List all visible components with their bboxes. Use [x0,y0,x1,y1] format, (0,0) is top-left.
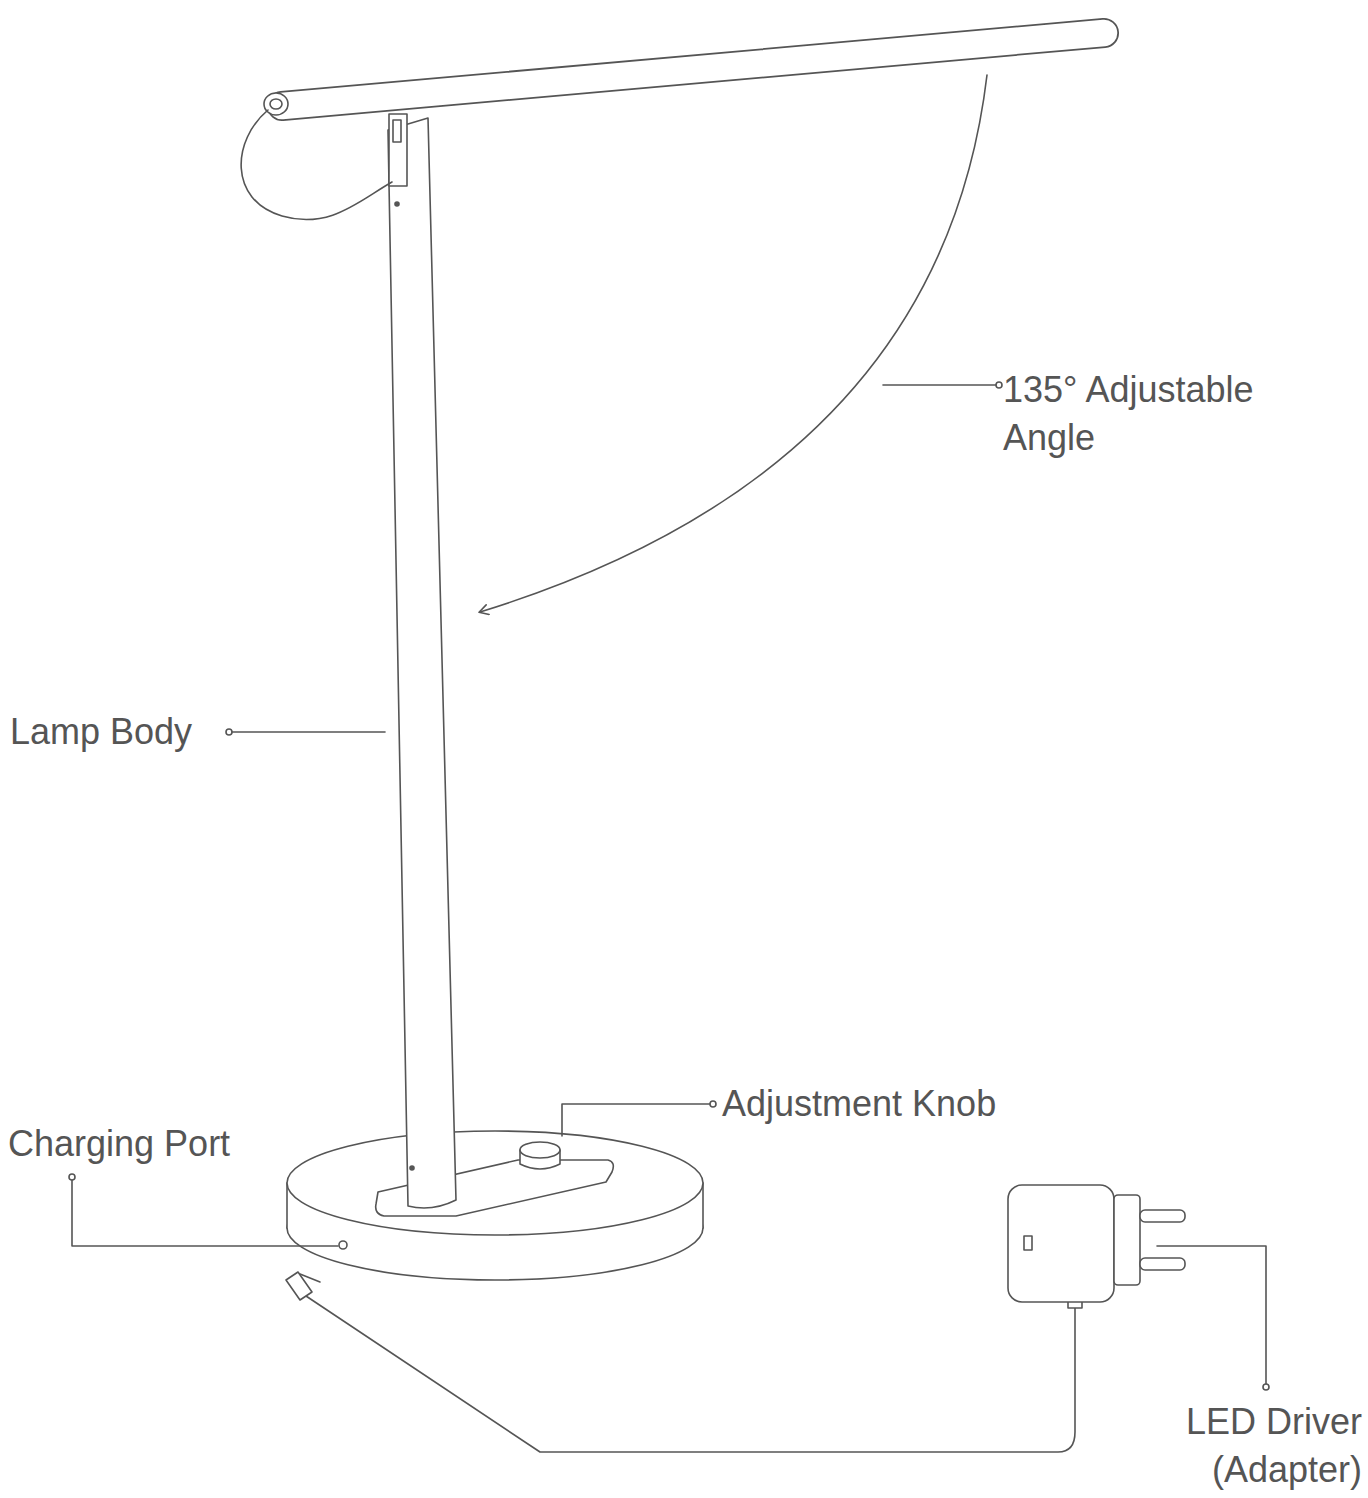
part-label: Charging Port [8,1120,308,1168]
lamp-base [702,1183,704,1228]
lamp-base [339,1241,347,1249]
lamp-head [270,99,282,109]
leader-line [562,1104,710,1136]
lamp-base [287,1131,703,1280]
led-driver-adapter [1024,1236,1032,1250]
lamp-head [282,33,1104,106]
leader-line [1157,1246,1266,1384]
leader-line [996,382,1002,388]
lamp-pole [388,118,456,1208]
angle-label: 135° Adjustable Angle [1003,366,1303,462]
lamp-pole [393,120,401,142]
leader-line [1263,1384,1269,1390]
lamp-pole [388,114,456,1208]
lamp-base [287,1131,703,1235]
led-driver-adapter [1140,1258,1185,1270]
leader-line [883,384,996,386]
adjustment-knob [520,1142,560,1169]
led-driver-adapter [300,1292,1075,1452]
leader-line [226,729,232,735]
part-label: LED Driver (Adapter) [1150,1398,1362,1494]
led-driver-adapter [300,1274,320,1282]
lamp-head [282,33,1104,106]
led-driver-adapter [286,1272,312,1300]
angle-arc [480,75,987,612]
led-driver-adapter [1114,1195,1140,1285]
lamp-base [286,1183,288,1228]
leader-line [72,1180,338,1246]
lamp-head [264,93,288,115]
part-label: Lamp Body [10,708,230,756]
leader-line [232,731,385,733]
lamp-pole [410,1166,414,1170]
lamp-pole [389,114,407,186]
led-driver-adapter [286,1185,1185,1452]
leader-line [710,1101,716,1107]
leader-line [69,1174,75,1180]
led-driver-adapter [1008,1185,1114,1302]
part-label: Adjustment Knob [722,1080,1062,1128]
head-cable [241,110,392,220]
adjustment-knob [520,1142,560,1158]
lamp-pole [395,202,399,206]
lamp-head [264,33,1104,115]
led-driver-adapter [1140,1210,1185,1222]
leader-line [69,382,1269,1390]
